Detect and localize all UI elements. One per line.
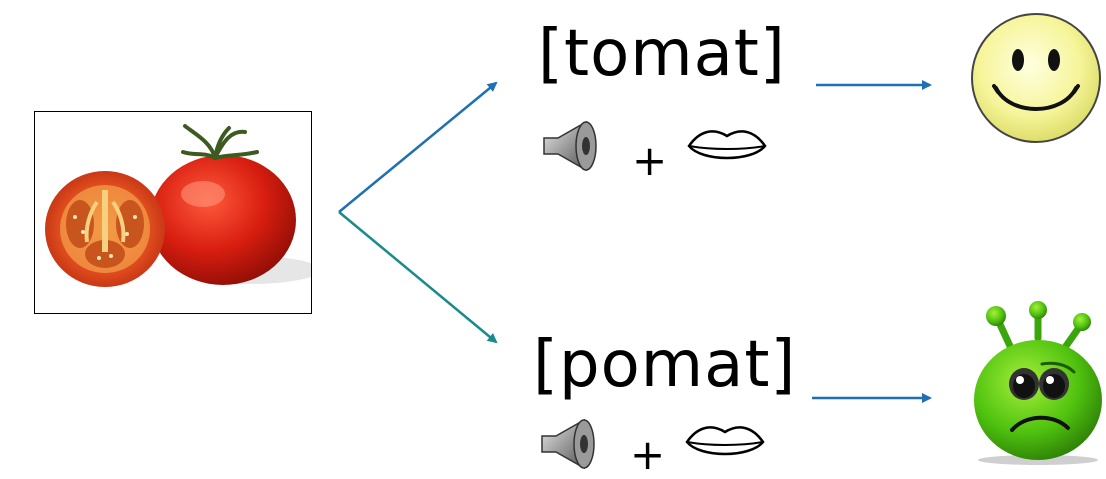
word-tomat: [tomat]: [538, 17, 786, 91]
arrow-to-pomat: [338, 211, 498, 344]
plus-sign-bottom: +: [630, 430, 666, 479]
tomato-image: [34, 111, 312, 314]
sad-green-alien-icon: [968, 301, 1106, 465]
word-pomat: [pomat]: [533, 328, 797, 402]
lips-icon: [686, 126, 768, 166]
arrow-to-tomat: [338, 81, 498, 213]
tomato-photo-icon: [45, 124, 311, 287]
speaker-icon: [538, 416, 602, 472]
speaker-icon: [540, 118, 604, 174]
plus-sign-top: +: [632, 136, 668, 185]
lips-icon: [684, 422, 766, 462]
happy-smiley-icon: [968, 12, 1104, 148]
